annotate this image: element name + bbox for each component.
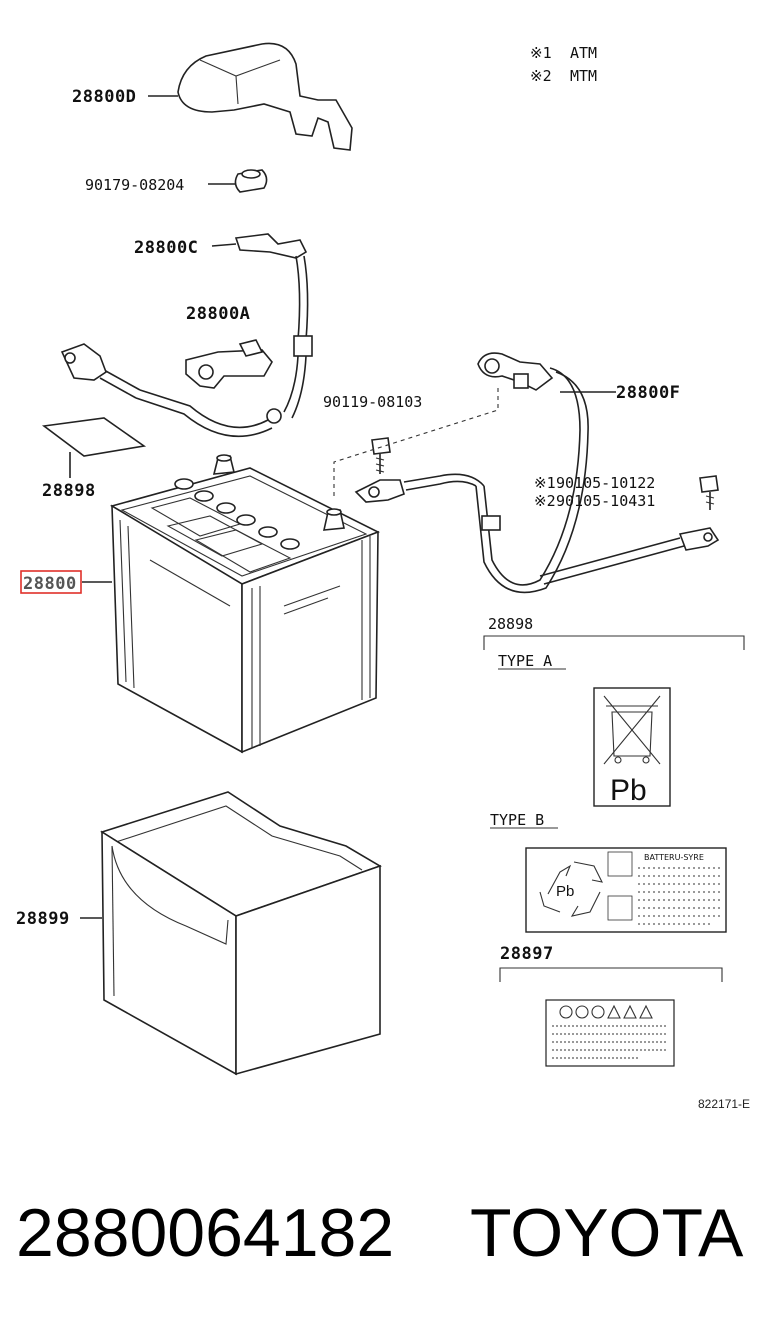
terminal-cover[interactable]: 28800D [72, 42, 353, 151]
label-90179-08204: 90179-08204 [85, 176, 184, 194]
brand-name: TOYOTA [470, 1195, 744, 1271]
label-28800A: 28800A [186, 304, 250, 324]
positive-cable[interactable]: 28800F [354, 352, 720, 594]
legend-mtm-text: MTM [570, 67, 597, 85]
label-90105-10122: 90105-10122 [556, 474, 655, 492]
label-90105-10431: 90105-10431 [556, 492, 655, 510]
type-a-symbol: Pb [610, 774, 647, 807]
terminal-clamp[interactable]: 28800A [185, 304, 273, 389]
type-b-label: TYPE B [490, 811, 544, 829]
battery-label-highlight [20, 570, 82, 594]
label-28800: 28800 [23, 574, 77, 594]
bolt-atm-mark: ※1 [534, 474, 556, 492]
label-28898: 28898 [42, 481, 96, 501]
label-sheet[interactable]: 28898 [41, 417, 147, 501]
recycle-icon: Pb [539, 861, 603, 917]
panel-header-28897: 28897 [500, 944, 554, 964]
label-28899: 28899 [16, 909, 70, 929]
part-number: 2880064182 [16, 1195, 394, 1271]
type-a-label: TYPE A [498, 652, 552, 670]
type-b-title: BATTERU-SYRE [644, 853, 704, 862]
warning-icon [559, 1004, 653, 1019]
bolt-mtm-mark: ※2 [534, 492, 556, 510]
battery-caps [174, 478, 300, 550]
label-90119-08103: 90119-08103 [323, 393, 422, 411]
label-28800D: 28800D [72, 87, 136, 107]
nut[interactable]: 90179-08204 [85, 169, 268, 194]
negative-cable[interactable]: 28800C [60, 233, 313, 438]
legend-mtm-mark: ※2 [530, 67, 552, 85]
legend-atm-text: ATM [570, 44, 597, 62]
legend-atm-mark: ※1 [530, 44, 552, 62]
warning-label-card [545, 999, 675, 1067]
label-28800C: 28800C [134, 238, 198, 258]
bolt-atm-mtm[interactable]: ※1 90105-10122 ※2 90105-10431 [534, 474, 719, 510]
type-b-label-card: Pb BATTERU-SYRE [525, 847, 727, 933]
type-b-symbol: Pb [556, 883, 574, 900]
label-28800F: 28800F [616, 383, 680, 403]
crossed-bin-icon: Pb [593, 687, 671, 807]
battery-tray[interactable]: 28899 [16, 791, 382, 1076]
legend: ※1 ATM ※2 MTM [530, 44, 597, 85]
bolt-top[interactable]: 90119-08103 [323, 388, 499, 500]
label-panel: 28898 TYPE A Pb TYPE B Pb BAT [483, 615, 745, 1067]
battery[interactable]: 28800 [20, 454, 380, 754]
diagram-ref: 822171-E [698, 1097, 750, 1111]
panel-header-28898: 28898 [488, 615, 533, 633]
